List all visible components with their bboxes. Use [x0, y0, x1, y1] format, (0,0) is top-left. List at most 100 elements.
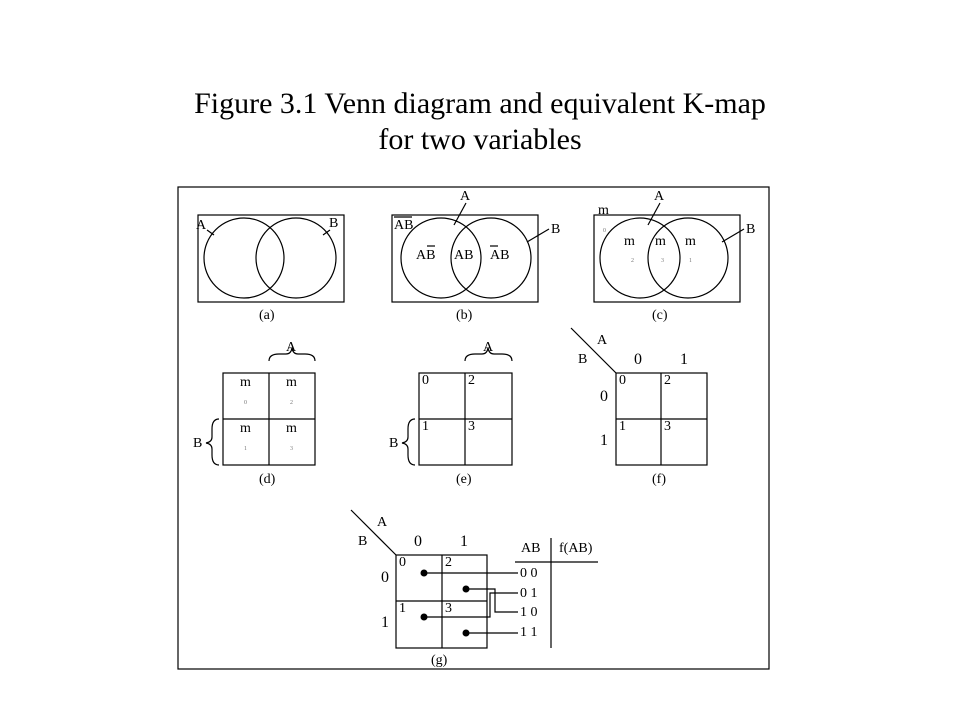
venn-panel-c: A B m 0 m 2 m 3 m 1 (c) — [593, 189, 755, 323]
connector-m2 — [466, 588, 518, 613]
row-value-0: 0 — [381, 569, 389, 586]
cell-1: 1 — [422, 419, 429, 434]
universe-box — [391, 214, 539, 303]
region-only-b-label: AB — [490, 248, 509, 263]
cell-2: 2 — [664, 373, 671, 388]
set-label-a: A — [196, 218, 207, 233]
circle-b — [647, 217, 729, 299]
caption-f: (f) — [652, 472, 666, 487]
minterm-only-a: m — [624, 234, 635, 249]
figure-title: Figure 3.1 Venn diagram and equivalent K… — [0, 86, 960, 158]
figure-frame — [177, 186, 770, 670]
cell-m2: m — [286, 375, 297, 390]
table-header-f: f(AB) — [559, 541, 593, 556]
kmap-corner-diagonal — [570, 327, 617, 374]
cell-0: 0 — [422, 373, 429, 388]
minterm-outside: m — [598, 203, 609, 218]
cell-m3-sub: 3 — [290, 446, 293, 452]
brace-a — [464, 347, 513, 362]
figure-title-line-1: Figure 3.1 Venn diagram and equivalent K… — [194, 87, 766, 120]
cell-1: 1 — [619, 419, 626, 434]
minterm-only-b: m — [685, 234, 696, 249]
table-row-00: 0 0 — [520, 566, 538, 581]
cell-m0-sub: 0 — [244, 400, 247, 406]
minterm-both-sub: 3 — [661, 258, 664, 264]
cell-m3: m — [286, 421, 297, 436]
venn-panel-a: A B (a) — [196, 214, 345, 323]
var-label-a: A — [377, 515, 388, 530]
kmap-panel-g: A B 0 1 0 1 0 2 1 3 AB f(AB) 0 0 0 1 1 0… — [350, 509, 598, 668]
minterm-both: m — [655, 234, 666, 249]
kmap-corner-diagonal — [350, 509, 397, 556]
pointer-a — [206, 229, 215, 236]
cell-0: 0 — [619, 373, 626, 388]
cell-m0: m — [240, 375, 251, 390]
circle-b — [255, 217, 337, 299]
caption-c: (c) — [652, 308, 668, 323]
caption-g: (g) — [431, 653, 448, 668]
circle-a — [599, 217, 681, 299]
cell-2: 2 — [445, 555, 452, 570]
cell-m1: m — [240, 421, 251, 436]
caption-e: (e) — [456, 472, 472, 487]
var-label-a: A — [483, 340, 494, 355]
region-outside-label: AB — [394, 218, 413, 233]
region-only-a-label: AB — [416, 248, 435, 263]
circle-a — [400, 217, 482, 299]
circle-b — [450, 217, 532, 299]
var-label-b: B — [193, 436, 202, 451]
cell-0: 0 — [399, 555, 406, 570]
row-value-0: 0 — [600, 388, 608, 405]
set-label-b: B — [551, 222, 560, 237]
universe-box — [593, 214, 741, 303]
kmap-panel-f: A B 0 1 0 1 0 2 1 3 (f) — [570, 327, 708, 487]
set-label-a: A — [654, 189, 665, 204]
circle-a — [203, 217, 285, 299]
kmap-panel-d: A B m 0 m 2 m 1 m 3 (d) — [193, 340, 316, 487]
var-label-b: B — [389, 436, 398, 451]
pointer-b — [721, 228, 745, 243]
table-row-01: 0 1 — [520, 586, 538, 601]
figure-title-line-2: for two variables — [378, 123, 582, 156]
kmap-panel-e: A B 0 2 1 3 (e) — [389, 340, 513, 487]
var-label-a: A — [597, 333, 608, 348]
cell-3: 3 — [468, 419, 475, 434]
var-label-a: A — [286, 340, 297, 355]
minterm-only-b-sub: 1 — [689, 258, 692, 264]
set-label-b: B — [746, 222, 755, 237]
cell-3: 3 — [664, 419, 671, 434]
brace-a — [268, 347, 316, 362]
pointer-b — [322, 229, 331, 236]
table-row-10: 1 0 — [520, 605, 538, 620]
cell-1: 1 — [399, 601, 406, 616]
region-both-label: AB — [454, 248, 473, 263]
col-value-1: 1 — [680, 351, 688, 368]
var-label-b: B — [358, 534, 367, 549]
table-row-11: 1 1 — [520, 625, 538, 640]
caption-a: (a) — [259, 308, 275, 323]
brace-b — [205, 418, 220, 466]
caption-d: (d) — [259, 472, 276, 487]
cell-m1-sub: 1 — [244, 446, 247, 452]
set-label-a: A — [460, 189, 471, 204]
pointer-a — [647, 202, 661, 226]
cell-m2-sub: 2 — [290, 400, 293, 406]
brace-b — [401, 418, 416, 466]
venn-panel-b: A B AB AB AB AB (b) — [391, 189, 560, 323]
table-header-ab: AB — [521, 541, 540, 556]
pointer-b — [526, 228, 550, 243]
row-value-1: 1 — [381, 614, 389, 631]
row-value-1: 1 — [600, 432, 608, 449]
col-value-0: 0 — [414, 533, 422, 550]
set-label-b: B — [329, 216, 338, 231]
universe-box — [197, 214, 345, 303]
minterm-only-a-sub: 2 — [631, 258, 634, 264]
col-value-1: 1 — [460, 533, 468, 550]
cell-3: 3 — [445, 601, 452, 616]
col-value-0: 0 — [634, 351, 642, 368]
cell-2: 2 — [468, 373, 475, 388]
minterm-outside-sub: 0 — [603, 228, 606, 234]
connector-m1 — [424, 592, 518, 618]
caption-b: (b) — [456, 308, 473, 323]
